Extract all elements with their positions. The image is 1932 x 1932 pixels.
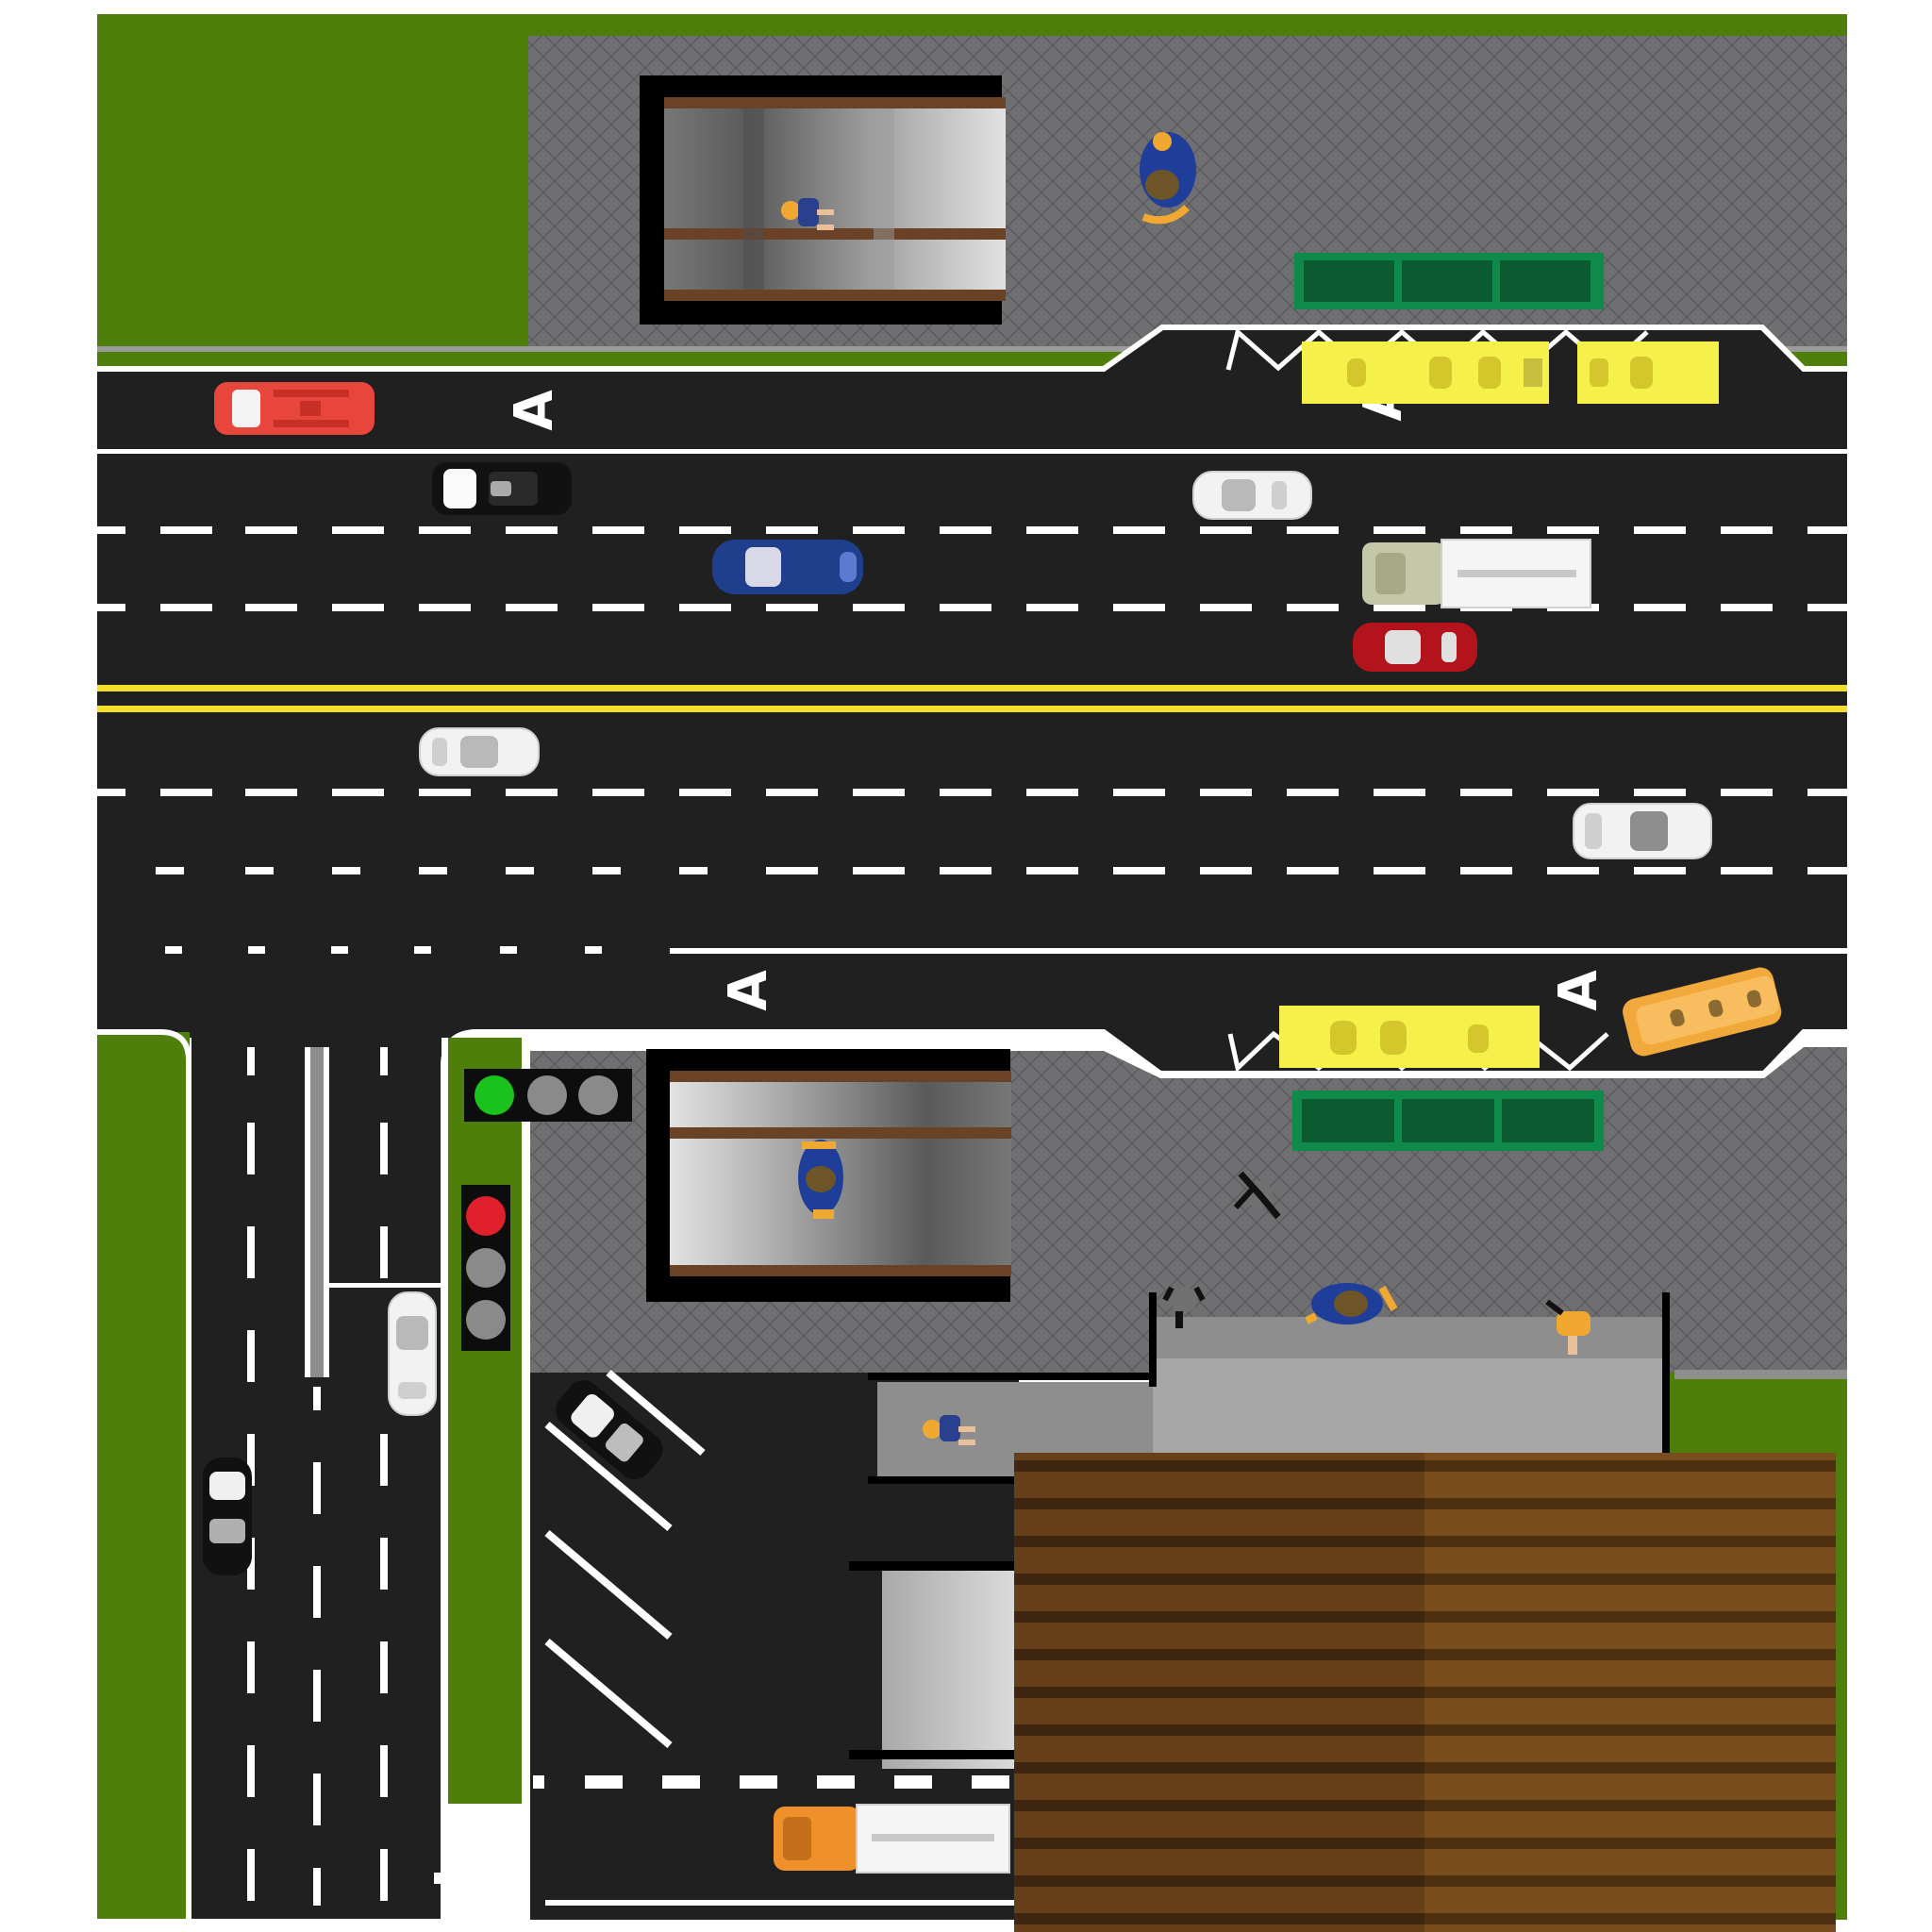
parking-edge xyxy=(523,1373,530,1807)
white-suv xyxy=(1573,803,1712,859)
bus-lane-line xyxy=(670,948,1847,954)
median-grass xyxy=(448,1038,522,1804)
red-light xyxy=(466,1196,506,1236)
box-truck-orange xyxy=(774,1804,1010,1874)
bottom-bench xyxy=(1292,1091,1604,1151)
red-van xyxy=(214,382,375,435)
side-road-dashes-center xyxy=(313,1387,321,1906)
green-light xyxy=(475,1075,514,1115)
pedestrian-8 xyxy=(923,1415,975,1445)
left-grass xyxy=(97,1032,190,1919)
red-sedan xyxy=(1353,623,1477,672)
traffic-light-vertical xyxy=(461,1185,510,1351)
lane-letter-a-3: A xyxy=(718,970,779,1011)
side-road-dashes-right xyxy=(380,1047,388,1901)
station-roof xyxy=(1014,1453,1836,1932)
pedestrian-7 xyxy=(1545,1299,1591,1355)
box-truck-khaki xyxy=(1362,539,1591,608)
bottom-bus-shelter xyxy=(1279,1006,1540,1068)
stop-line xyxy=(329,1283,442,1288)
side-road-dashes-left xyxy=(247,1047,255,1901)
white-sedan-2 xyxy=(419,727,540,776)
lane-dashes-3 xyxy=(97,789,1847,796)
parking-stripes xyxy=(544,1369,706,1749)
pedestrian-3 xyxy=(798,1140,843,1219)
center-line-1 xyxy=(97,685,1847,691)
blue-minivan xyxy=(712,540,863,594)
center-line-2 xyxy=(97,706,1847,712)
lane-letter-a-4: A xyxy=(1548,970,1609,1011)
median-curb xyxy=(441,1029,531,1919)
main-road xyxy=(97,325,1847,1076)
pedestrian-2 xyxy=(1140,132,1196,225)
lane-dashes-4 xyxy=(156,867,1847,874)
lane-dashes-5 xyxy=(165,946,602,954)
pedestrian-5 xyxy=(1162,1286,1206,1328)
top-bench xyxy=(1294,253,1604,309)
left-grass-curb xyxy=(97,1029,192,1919)
bottom-edge-line xyxy=(545,1900,1019,1906)
side-road-median-line xyxy=(305,1047,329,1377)
top-bus-shelter xyxy=(1302,341,1719,404)
black-parked-car xyxy=(556,1380,663,1480)
top-escalator xyxy=(640,75,1006,325)
traffic-light-horizontal xyxy=(464,1069,632,1122)
service-lane-dashes xyxy=(434,1775,1009,1884)
pedestrian-4 xyxy=(1233,1171,1281,1220)
top-plaza-curb xyxy=(97,346,1847,352)
pedestrian-6 xyxy=(1305,1283,1398,1324)
white-car xyxy=(388,1291,437,1416)
black-sedan xyxy=(203,1457,252,1575)
lane-dashes-1 xyxy=(97,526,1847,534)
orange-bus xyxy=(1623,967,1782,1057)
black-suv xyxy=(432,462,572,515)
pedestrian-1 xyxy=(781,198,834,230)
lane-letter-a-1: A xyxy=(504,390,565,431)
white-sedan xyxy=(1192,471,1312,520)
